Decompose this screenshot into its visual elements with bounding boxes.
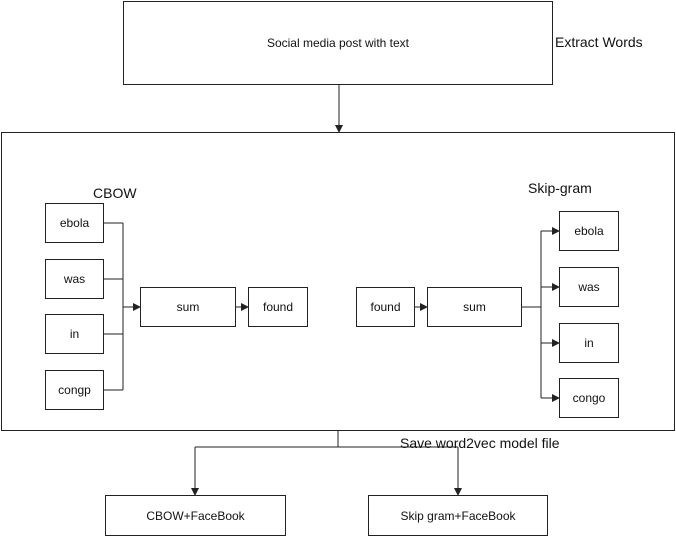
- social-media-post-box: Social media post with text: [123, 1, 553, 85]
- post-text: Social media post with text: [266, 36, 410, 50]
- skipgram-word-congo: congo: [559, 378, 619, 418]
- cbow-title: CBOW: [93, 185, 137, 201]
- skipgram-input-found: found: [356, 287, 415, 327]
- skipgram-word-in: in: [559, 323, 619, 363]
- cbow-word-was: was: [45, 259, 104, 299]
- models-container: [1, 132, 675, 431]
- cbow-word-in: in: [45, 314, 104, 354]
- cbow-facebook-output: CBOW+FaceBook: [105, 495, 286, 536]
- cbow-sum-box: sum: [140, 287, 236, 327]
- cbow-word-congp: congp: [45, 370, 104, 410]
- skipgram-word-ebola: ebola: [559, 211, 619, 251]
- skipgram-word-was: was: [559, 267, 619, 307]
- skipgram-title: Skip-gram: [528, 180, 592, 196]
- skipgram-facebook-output: Skip gram+FaceBook: [368, 495, 548, 536]
- cbow-word-ebola: ebola: [45, 203, 104, 243]
- cbow-output-found: found: [248, 287, 308, 327]
- skipgram-sum-box: sum: [427, 287, 522, 327]
- save-model-label: Save word2vec model file: [400, 435, 560, 451]
- extract-words-label: Extract Words: [555, 34, 643, 50]
